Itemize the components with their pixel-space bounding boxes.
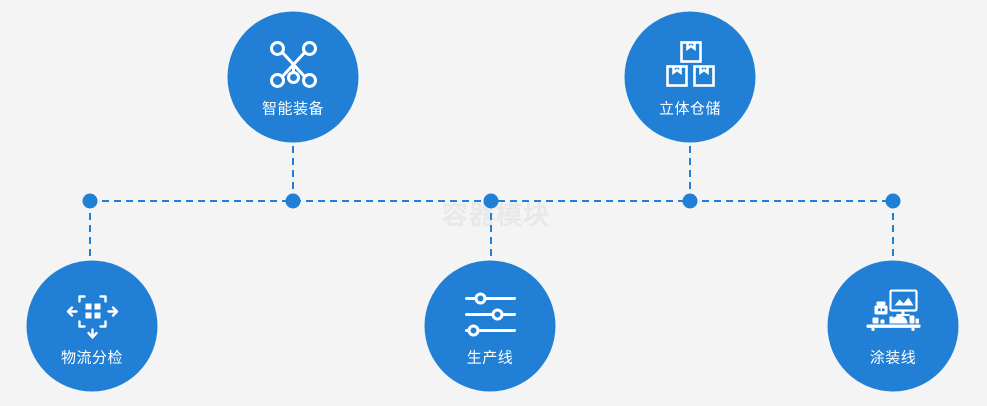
circle-smart-equipment[interactable]: 智能装备 [227,11,359,143]
circle-label-production-line: 生产线 [466,348,514,366]
sliders-icon [458,285,522,343]
circle-stereoscopic-warehouse[interactable]: 立体仓储 [624,11,756,143]
network-nodes-icon [261,36,325,94]
spine-node-4[interactable] [682,193,698,209]
circle-production-line[interactable]: 生产线 [424,260,556,392]
spine-node-3[interactable] [483,193,499,209]
spine-node-1[interactable] [82,193,98,209]
circle-label-logistics-sorting: 物流分检 [60,348,123,366]
stacked-boxes-icon [658,36,722,94]
circle-label-stereoscopic-warehouse: 立体仓储 [658,99,721,117]
circle-logistics-sorting[interactable]: 物流分检 [26,260,158,392]
spine-node-5[interactable] [885,193,901,209]
factory-machine-icon [861,285,925,343]
circle-label-smart-equipment: 智能装备 [261,99,324,117]
sorting-arrows-icon [60,285,124,343]
spine-node-2[interactable] [285,193,301,209]
circle-label-painting-line: 涂装线 [869,348,917,366]
circle-painting-line[interactable]: 涂装线 [827,260,959,392]
